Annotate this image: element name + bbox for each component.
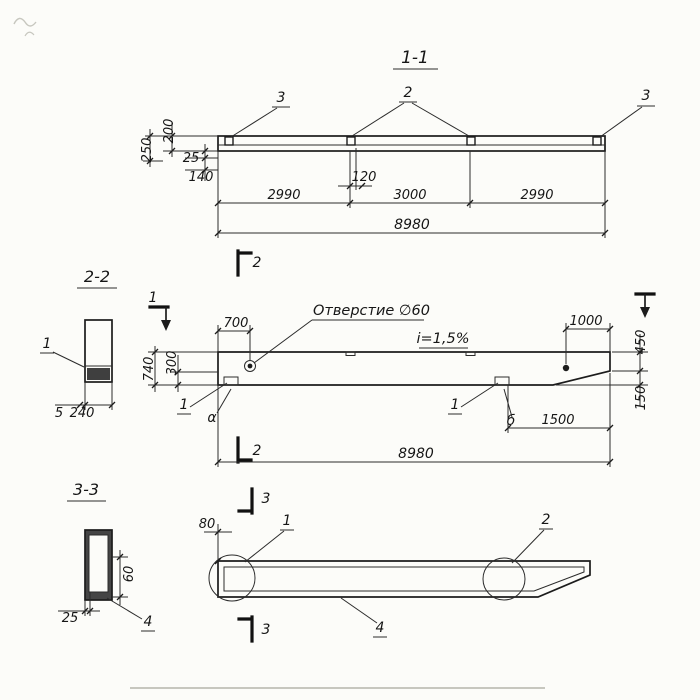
callouts-1-1: 3 2 3 — [230, 85, 655, 138]
callout-3-right: 3 — [642, 88, 651, 104]
embed-plate — [466, 136, 476, 146]
callout-2-plan: 2 — [542, 512, 551, 528]
beam-plan-inner — [223, 566, 585, 592]
total-8980-top-label: 8980 — [394, 217, 430, 233]
dim-200-label: 200 — [162, 119, 177, 144]
beam-outline — [217, 351, 611, 386]
section-3-3-hatch — [85, 530, 112, 600]
dim-1000-label: 1000 — [569, 314, 602, 329]
view-2-2-title: 2-2 — [84, 267, 110, 286]
dimensions-elevation-bottom: 1500 8980 — [214, 373, 614, 467]
cut-marker-3-top: 3 — [237, 487, 271, 515]
callout-1-right: 1 — [451, 397, 460, 413]
section-3-3-outline — [84, 529, 113, 601]
cut-marker-1-right — [634, 292, 656, 318]
dimensions-plan: 80 — [199, 517, 232, 565]
callout-2-mid: 2 — [404, 85, 413, 101]
view-elevation: 2 2 1 Отверстие ∅60 — [142, 249, 656, 467]
beam-top-view — [217, 135, 606, 152]
dim-740-label: 740 — [142, 357, 157, 382]
support-notch-left — [223, 376, 239, 386]
cut-2-top-label: 2 — [253, 255, 262, 271]
beam-elevation — [217, 351, 611, 386]
section-2-2-hatch — [87, 368, 110, 380]
detail-circle-right — [482, 557, 526, 601]
dimensions-3-3: 60 25 — [58, 550, 137, 626]
dimensions-1-1-bottom: 2990 3000 2990 120 8980 — [214, 148, 609, 238]
dimensions-elevation-right: 450 150 — [556, 330, 649, 411]
embed-plate — [592, 136, 602, 146]
hole-label: Отверстие ∅60 — [313, 303, 430, 319]
dim-120-label: 120 — [352, 170, 377, 185]
dim-1500-label: 1500 — [541, 413, 574, 428]
top-plate-mark — [345, 351, 356, 356]
dim-80-label: 80 — [199, 517, 216, 532]
span-2990-right-label: 2990 — [520, 188, 553, 203]
span-2990-left-label: 2990 — [267, 188, 300, 203]
detail-circle-left — [208, 554, 256, 602]
dim-150-label: 150 — [634, 386, 649, 411]
span-3000-label: 3000 — [393, 188, 426, 203]
dim-700-label: 700 — [224, 316, 249, 331]
top-plate-mark — [465, 351, 476, 356]
cut-marker-2-top: 2 — [236, 249, 262, 277]
view-section-2-2: 2-2 1 5 240 — [40, 267, 117, 421]
callout-1-plan: 1 — [283, 513, 292, 529]
callouts-plan: 1 2 4 — [244, 512, 553, 638]
dim-5-label: 5 — [55, 406, 63, 421]
hole-marker-left — [244, 360, 256, 372]
cut-2-bottom-label: 2 — [253, 443, 262, 459]
point-alpha-label: α — [207, 410, 217, 426]
dimensions-elevation-top: 700 1000 — [214, 314, 614, 364]
view-direction-arrow — [161, 320, 171, 331]
view-plan: 3 3 1 2 4 80 — [199, 487, 591, 643]
callout-4-section33: 4 — [144, 614, 153, 630]
hole-marker-right — [562, 364, 570, 372]
dim-25-label: 25 — [183, 151, 200, 166]
callout-1-left: 1 — [180, 397, 189, 413]
cut-1-left-label: 1 — [149, 290, 158, 306]
dim-450-label: 450 — [634, 330, 649, 355]
point-b-label: б — [507, 413, 516, 429]
callout-1-section22: 1 — [43, 336, 52, 352]
slope-label: i=1,5% — [416, 331, 469, 347]
scan-artifacts — [13, 17, 545, 689]
view-section-1-1: 1-1 3 2 3 250 200 2 — [140, 48, 655, 238]
beam-plan — [208, 554, 591, 602]
view-3-3-title: 3-3 — [73, 480, 99, 499]
dim-240-label: 240 — [70, 406, 95, 421]
embed-plate — [224, 136, 234, 146]
total-8980-label: 8980 — [398, 446, 434, 462]
cut-marker-3-bottom: 3 — [237, 615, 271, 643]
callouts-elevation: 1 α 1 б — [177, 382, 516, 429]
cut-3-top-label: 3 — [262, 491, 271, 507]
dim-60-label: 60 — [122, 566, 137, 583]
view-direction-arrow — [640, 307, 650, 318]
callout-3-left: 3 — [277, 90, 286, 106]
dim-300-label: 300 — [165, 351, 180, 376]
cut-marker-2-bottom: 2 — [236, 436, 262, 464]
dimensions-elevation-left: 740 300 — [142, 346, 218, 392]
dimensions-1-1-left: 250 200 25 140 — [140, 119, 218, 185]
view-1-1-title: 1-1 — [401, 48, 429, 68]
hole-annotation: Отверстие ∅60 — [253, 303, 430, 364]
embed-plate — [346, 136, 356, 146]
slope-annotation: i=1,5% — [416, 331, 470, 349]
callout-4-plan: 4 — [376, 620, 385, 636]
hole-center-left — [247, 363, 253, 369]
cut-marker-1-left: 1 — [148, 290, 171, 331]
dim-140-label: 140 — [189, 170, 214, 185]
dim-250-label: 250 — [140, 138, 155, 163]
dimensions-2-2: 5 240 — [55, 382, 116, 421]
section-2-2-outline — [84, 319, 113, 383]
dim-25-label: 25 — [62, 611, 79, 626]
beam-plan-outline — [217, 560, 591, 598]
cut-3-bottom-label: 3 — [262, 622, 271, 638]
view-section-3-3: 3-3 60 25 4 — [58, 480, 155, 632]
support-notch-right — [494, 376, 510, 386]
section-3-3-inner — [88, 534, 109, 593]
